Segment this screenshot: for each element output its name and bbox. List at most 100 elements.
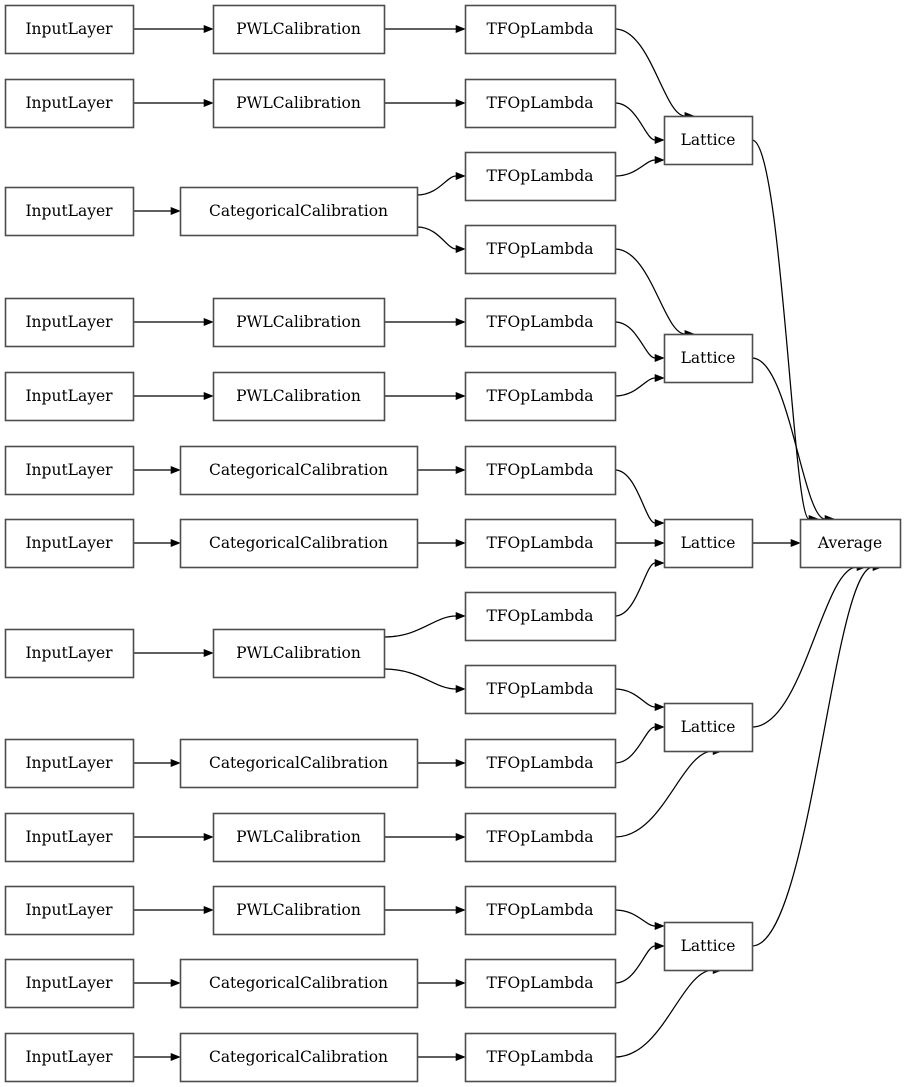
node-cal9[interactable]: CategoricalCalibration: [179, 738, 419, 789]
node-in12[interactable]: InputLayer: [4, 958, 135, 1009]
node-box-categorical-calibration[interactable]: [179, 445, 419, 496]
node-cal3[interactable]: CategoricalCalibration: [179, 186, 419, 237]
node-box-input-layer[interactable]: [4, 78, 135, 129]
node-in3[interactable]: InputLayer: [4, 186, 135, 237]
node-cal12[interactable]: CategoricalCalibration: [179, 958, 419, 1009]
node-box-input-layer[interactable]: [4, 371, 135, 422]
node-box-average[interactable]: [799, 518, 902, 569]
node-box-tfop-lambda[interactable]: [464, 224, 617, 275]
node-op2[interactable]: TFOpLambda: [464, 78, 617, 129]
node-in13[interactable]: InputLayer: [4, 1032, 135, 1083]
node-box-categorical-calibration[interactable]: [179, 186, 419, 237]
node-in11[interactable]: InputLayer: [4, 885, 135, 936]
node-box-lattice[interactable]: [663, 333, 754, 384]
node-box-tfop-lambda[interactable]: [464, 151, 617, 202]
node-cal10[interactable]: PWLCalibration: [212, 812, 386, 863]
node-box-input-layer[interactable]: [4, 812, 135, 863]
node-box-tfop-lambda[interactable]: [464, 1032, 617, 1083]
node-op5[interactable]: TFOpLambda: [464, 297, 617, 348]
node-box-lattice[interactable]: [663, 115, 754, 166]
node-lat3[interactable]: Lattice: [663, 518, 754, 569]
node-box-tfop-lambda[interactable]: [464, 738, 617, 789]
node-in2[interactable]: InputLayer: [4, 78, 135, 129]
node-cal2[interactable]: PWLCalibration: [212, 78, 386, 129]
node-lat1[interactable]: Lattice: [663, 115, 754, 166]
node-lat4[interactable]: Lattice: [663, 702, 754, 753]
node-box-pwlcalibration[interactable]: [212, 885, 386, 936]
node-label-categorical-calibration: CategoricalCalibration: [209, 754, 388, 772]
node-box-input-layer[interactable]: [4, 738, 135, 789]
node-box-tfop-lambda[interactable]: [464, 885, 617, 936]
node-box-input-layer[interactable]: [4, 628, 135, 679]
node-op6[interactable]: TFOpLambda: [464, 371, 617, 422]
node-box-input-layer[interactable]: [4, 297, 135, 348]
node-box-input-layer[interactable]: [4, 1032, 135, 1083]
node-box-categorical-calibration[interactable]: [179, 958, 419, 1009]
node-op14[interactable]: TFOpLambda: [464, 958, 617, 1009]
node-label-pwlcalibration: PWLCalibration: [236, 901, 361, 919]
node-op1[interactable]: TFOpLambda: [464, 4, 617, 55]
node-op3[interactable]: TFOpLambda: [464, 151, 617, 202]
node-cal7[interactable]: CategoricalCalibration: [179, 518, 419, 569]
node-box-input-layer[interactable]: [4, 518, 135, 569]
node-op15[interactable]: TFOpLambda: [464, 1032, 617, 1083]
node-cal13[interactable]: CategoricalCalibration: [179, 1032, 419, 1083]
node-box-tfop-lambda[interactable]: [464, 812, 617, 863]
node-box-tfop-lambda[interactable]: [464, 518, 617, 569]
node-op9[interactable]: TFOpLambda: [464, 591, 617, 642]
node-in7[interactable]: InputLayer: [4, 518, 135, 569]
node-box-lattice[interactable]: [663, 921, 754, 972]
node-op8[interactable]: TFOpLambda: [464, 518, 617, 569]
node-box-tfop-lambda[interactable]: [464, 958, 617, 1009]
node-op7[interactable]: TFOpLambda: [464, 445, 617, 496]
node-op11[interactable]: TFOpLambda: [464, 738, 617, 789]
node-box-lattice[interactable]: [663, 702, 754, 753]
node-in10[interactable]: InputLayer: [4, 812, 135, 863]
node-box-tfop-lambda[interactable]: [464, 78, 617, 129]
node-box-pwlcalibration[interactable]: [212, 4, 386, 55]
node-cal8[interactable]: PWLCalibration: [212, 628, 386, 679]
node-box-tfop-lambda[interactable]: [464, 664, 617, 715]
node-in8[interactable]: InputLayer: [4, 628, 135, 679]
node-box-tfop-lambda[interactable]: [464, 4, 617, 55]
node-label-input-layer: InputLayer: [25, 1048, 113, 1066]
node-cal5[interactable]: PWLCalibration: [212, 371, 386, 422]
node-lat2[interactable]: Lattice: [663, 333, 754, 384]
node-in6[interactable]: InputLayer: [4, 445, 135, 496]
node-label-input-layer: InputLayer: [25, 974, 113, 992]
node-box-lattice[interactable]: [663, 518, 754, 569]
node-box-input-layer[interactable]: [4, 885, 135, 936]
node-box-input-layer[interactable]: [4, 445, 135, 496]
node-box-tfop-lambda[interactable]: [464, 371, 617, 422]
node-box-pwlcalibration[interactable]: [212, 297, 386, 348]
node-avg[interactable]: Average: [799, 518, 902, 569]
node-in5[interactable]: InputLayer: [4, 371, 135, 422]
node-cal11[interactable]: PWLCalibration: [212, 885, 386, 936]
node-box-categorical-calibration[interactable]: [179, 738, 419, 789]
node-box-pwlcalibration[interactable]: [212, 628, 386, 679]
node-box-pwlcalibration[interactable]: [212, 812, 386, 863]
node-box-categorical-calibration[interactable]: [179, 518, 419, 569]
node-lat5[interactable]: Lattice: [663, 921, 754, 972]
node-box-pwlcalibration[interactable]: [212, 371, 386, 422]
node-cal6[interactable]: CategoricalCalibration: [179, 445, 419, 496]
node-op12[interactable]: TFOpLambda: [464, 812, 617, 863]
node-in4[interactable]: InputLayer: [4, 297, 135, 348]
node-in1[interactable]: InputLayer: [4, 4, 135, 55]
node-box-input-layer[interactable]: [4, 4, 135, 55]
node-in9[interactable]: InputLayer: [4, 738, 135, 789]
node-box-input-layer[interactable]: [4, 958, 135, 1009]
node-op4[interactable]: TFOpLambda: [464, 224, 617, 275]
node-cal1[interactable]: PWLCalibration: [212, 4, 386, 55]
node-cal4[interactable]: PWLCalibration: [212, 297, 386, 348]
arrow-head-icon: [455, 611, 466, 621]
node-op13[interactable]: TFOpLambda: [464, 885, 617, 936]
node-box-pwlcalibration[interactable]: [212, 78, 386, 129]
node-op10[interactable]: TFOpLambda: [464, 664, 617, 715]
node-box-input-layer[interactable]: [4, 186, 135, 237]
node-box-categorical-calibration[interactable]: [179, 1032, 419, 1083]
node-box-tfop-lambda[interactable]: [464, 297, 617, 348]
node-box-tfop-lambda[interactable]: [464, 591, 617, 642]
node-box-tfop-lambda[interactable]: [464, 445, 617, 496]
arrow-head-icon: [455, 391, 466, 401]
